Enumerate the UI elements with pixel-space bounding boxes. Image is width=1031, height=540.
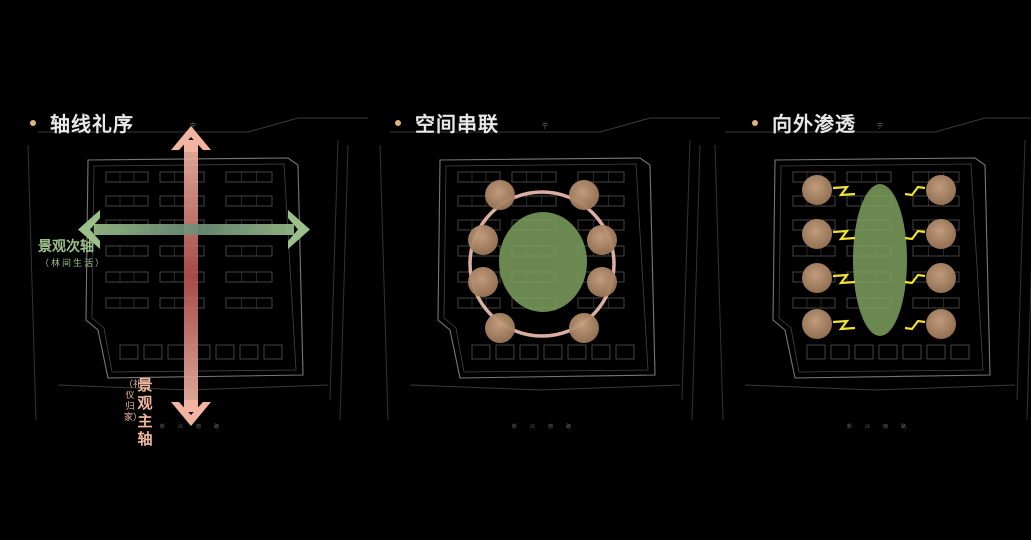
activity-node [485,313,515,343]
lightning-bolt [832,319,856,331]
panel-title-outward: 向外渗透 [752,108,856,137]
road-label-char: 南 [196,423,201,430]
lightning-bolt [904,273,926,285]
activity-node [926,175,956,205]
bullet-icon [752,119,758,126]
road-label-char: 新 [847,423,852,430]
main-axis-sublabel: （礼仪归家） [124,380,143,423]
lightning-bolt [832,229,856,241]
outward-diagram [802,175,956,339]
main-axis-arrow [171,126,211,426]
panel-title-text: 空间串联 [415,112,499,136]
secondary-axis-sublabel: （林间生活） [40,259,107,269]
spatial-link-diagram [468,180,617,343]
road-label-top: 宁 [877,122,883,130]
activity-node [485,180,515,210]
secondary-axis-label: 景观次轴 [38,239,94,255]
road-label-top: 宁 [190,122,196,130]
road-label-char: 兴 [865,423,870,430]
lightning-bolt [904,185,926,197]
road-label-char: 新 [512,423,517,430]
activity-node [926,263,956,293]
lightning-bolt [832,273,856,285]
activity-node [926,219,956,249]
bullet-icon [30,119,36,126]
road-label-top: 宁 [542,122,548,130]
road-label-char: 新 [160,423,165,430]
road-label-char: 路 [214,423,219,430]
panel-title-text: 轴线礼序 [50,112,134,136]
activity-node [468,225,498,255]
road-label-char: 路 [566,423,571,430]
panel-title-axis-order: 轴线礼序 [30,108,134,137]
activity-node [802,219,832,249]
road-label-char: 兴 [530,423,535,430]
activity-node [802,263,832,293]
activity-node [569,180,599,210]
road-label-char: 路 [901,423,906,430]
lightning-bolt [832,185,856,197]
lightning-bolt [904,319,926,331]
green-spine [853,184,907,336]
road-label-char: 兴 [178,423,183,430]
activity-node [587,267,617,297]
lightning-bolt [904,229,926,241]
road-label-char: 南 [548,423,553,430]
green-core [499,212,587,312]
activity-node [802,309,832,339]
secondary-axis-arrow [78,210,310,249]
activity-node [468,267,498,297]
activity-node [802,175,832,205]
activity-node [587,225,617,255]
panel-title-text: 向外渗透 [772,112,856,136]
main-axis-label: 景观主轴 [137,376,153,448]
panel-title-spatial-link: 空间串联 [395,108,499,137]
activity-node [569,313,599,343]
link-ring [468,190,616,338]
bullet-icon [395,119,401,126]
activity-node [926,309,956,339]
road-label-char: 南 [883,423,888,430]
